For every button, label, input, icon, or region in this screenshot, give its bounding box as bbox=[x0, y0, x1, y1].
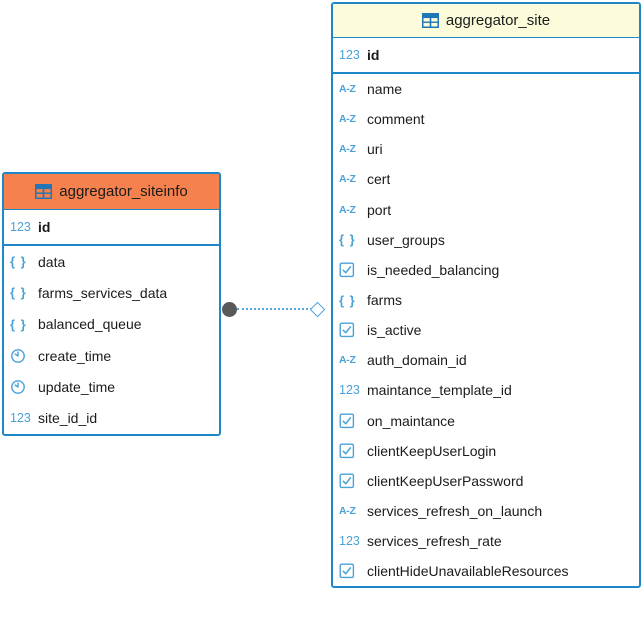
column-row[interactable]: 123 site_id_id bbox=[4, 402, 219, 433]
column-row[interactable]: { } farms_services_data bbox=[4, 277, 219, 308]
column-name: data bbox=[38, 253, 66, 270]
number-icon: 123 bbox=[10, 411, 31, 426]
column-row[interactable]: { } data bbox=[4, 246, 219, 277]
boolean-icon bbox=[339, 563, 367, 579]
column-name: is_active bbox=[367, 322, 422, 339]
column-name: clientHideUnavailableResources bbox=[367, 563, 569, 580]
column-name: id bbox=[38, 219, 51, 235]
text-icon: A-Z bbox=[339, 173, 356, 186]
relationship-line[interactable] bbox=[237, 308, 312, 310]
column-name: balanced_queue bbox=[38, 316, 142, 333]
json-icon: { } bbox=[10, 316, 27, 332]
table-header[interactable]: aggregator_siteinfo bbox=[4, 174, 219, 209]
column-name: name bbox=[367, 81, 403, 98]
text-icon: A-Z bbox=[339, 143, 356, 156]
column-row[interactable]: 123 id bbox=[333, 38, 639, 72]
column-name: cert bbox=[367, 171, 391, 188]
column-row[interactable]: 123 id bbox=[4, 210, 219, 244]
relationship-source-marker-circle bbox=[222, 302, 237, 317]
text-icon: A-Z bbox=[339, 83, 356, 96]
column-row[interactable]: { } balanced_queue bbox=[4, 309, 219, 340]
column-name: comment bbox=[367, 111, 425, 128]
column-name: create_time bbox=[38, 347, 112, 364]
boolean-icon bbox=[339, 262, 367, 278]
column-name: port bbox=[367, 201, 392, 218]
column-name: services_refresh_on_launch bbox=[367, 503, 543, 520]
column-row[interactable]: clientKeepUserPassword bbox=[333, 466, 639, 496]
column-name: clientKeepUserPassword bbox=[367, 472, 524, 489]
number-icon: 123 bbox=[339, 534, 360, 549]
boolean-icon bbox=[339, 443, 367, 459]
column-row[interactable]: A-Z name bbox=[333, 74, 639, 104]
column-row[interactable]: { } farms bbox=[333, 285, 639, 315]
datetime-icon bbox=[10, 379, 38, 395]
column-name: update_time bbox=[38, 378, 116, 395]
column-row[interactable]: A-Z uri bbox=[333, 134, 639, 164]
table-icon bbox=[35, 184, 53, 199]
column-name: clientKeepUserLogin bbox=[367, 442, 497, 459]
column-name: on_maintance bbox=[367, 412, 455, 429]
column-row[interactable]: A-Z comment bbox=[333, 104, 639, 134]
relationship-target-marker-diamond bbox=[309, 301, 326, 318]
datetime-icon bbox=[10, 348, 38, 364]
column-row[interactable]: 123 services_refresh_rate bbox=[333, 526, 639, 556]
column-name: id bbox=[367, 47, 380, 63]
text-icon: A-Z bbox=[339, 203, 356, 216]
column-name: farms bbox=[367, 292, 402, 309]
column-name: maintance_template_id bbox=[367, 382, 512, 399]
text-icon: A-Z bbox=[339, 113, 356, 126]
table-title: aggregator_siteinfo bbox=[59, 183, 188, 200]
number-icon: 123 bbox=[10, 220, 31, 234]
primary-key-section: 123 id bbox=[333, 37, 639, 74]
column-row[interactable]: update_time bbox=[4, 371, 219, 402]
column-name: is_needed_balancing bbox=[367, 261, 500, 278]
table-icon bbox=[421, 13, 439, 28]
boolean-icon bbox=[339, 473, 367, 489]
number-icon: 123 bbox=[339, 48, 360, 62]
column-row[interactable]: create_time bbox=[4, 340, 219, 371]
table-header[interactable]: aggregator_site bbox=[333, 4, 639, 37]
json-icon: { } bbox=[339, 232, 356, 248]
number-icon: 123 bbox=[339, 383, 360, 398]
columns-section: { } data { } farms_services_data { } balanced… bbox=[4, 246, 219, 434]
column-row[interactable]: A-Z port bbox=[333, 195, 639, 225]
column-row[interactable]: is_active bbox=[333, 315, 639, 345]
json-icon: { } bbox=[339, 292, 356, 308]
table-title: aggregator_site bbox=[445, 12, 551, 29]
column-row[interactable]: A-Z services_refresh_on_launch bbox=[333, 496, 639, 526]
column-row[interactable]: on_maintance bbox=[333, 406, 639, 436]
column-row[interactable]: A-Z cert bbox=[333, 164, 639, 194]
text-icon: A-Z bbox=[339, 354, 356, 367]
column-name: site_id_id bbox=[38, 410, 98, 427]
text-icon: A-Z bbox=[339, 505, 356, 518]
column-name: auth_domain_id bbox=[367, 352, 467, 369]
table-node-aggregator_siteinfo[interactable]: aggregator_siteinfo 123 id { } data { } farm… bbox=[2, 172, 221, 436]
json-icon: { } bbox=[10, 254, 27, 270]
column-row[interactable]: clientHideUnavailableResources bbox=[333, 556, 639, 586]
primary-key-section: 123 id bbox=[4, 209, 219, 246]
column-name: uri bbox=[367, 141, 383, 158]
json-icon: { } bbox=[10, 285, 27, 301]
column-row[interactable]: 123 maintance_template_id bbox=[333, 375, 639, 405]
boolean-icon bbox=[339, 322, 367, 338]
column-row[interactable]: A-Z auth_domain_id bbox=[333, 345, 639, 375]
column-name: services_refresh_rate bbox=[367, 533, 502, 550]
column-row[interactable]: clientKeepUserLogin bbox=[333, 436, 639, 466]
boolean-icon bbox=[339, 413, 367, 429]
column-row[interactable]: { } user_groups bbox=[333, 225, 639, 255]
column-name: farms_services_data bbox=[38, 284, 168, 301]
column-name: user_groups bbox=[367, 231, 445, 248]
column-row[interactable]: is_needed_balancing bbox=[333, 255, 639, 285]
